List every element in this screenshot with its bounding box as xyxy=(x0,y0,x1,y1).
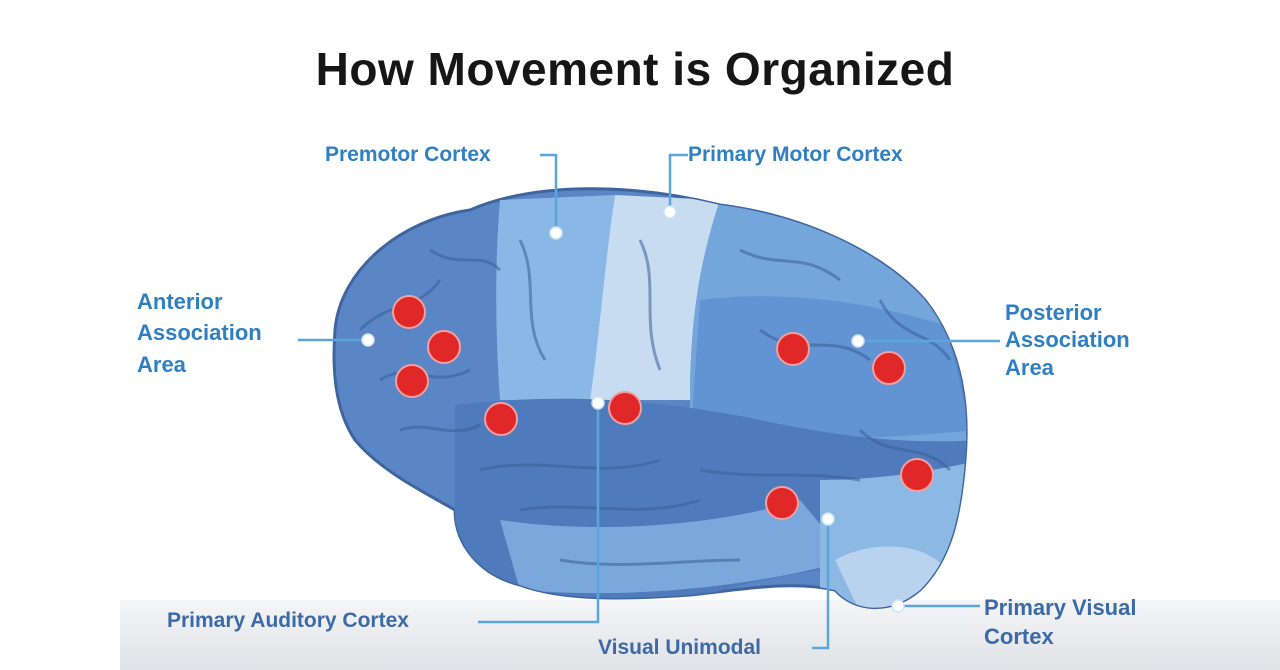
auditory-leader xyxy=(478,403,600,624)
red-dot xyxy=(776,332,810,366)
primary-visual-line-2: Cortex xyxy=(984,624,1054,650)
visual-unimodal-leader xyxy=(812,519,830,650)
leader-lines xyxy=(298,153,1000,650)
leader-endpoints xyxy=(361,205,905,613)
diagram-title: How Movement is Organized xyxy=(315,43,955,95)
bottom-shade xyxy=(120,600,1280,670)
posterior-line-1: Posterior xyxy=(1005,300,1102,325)
auditory-point xyxy=(591,396,605,410)
red-dot xyxy=(392,295,426,329)
activation-dots xyxy=(392,295,934,520)
anterior-association-label: Anterior Association Area xyxy=(137,289,262,377)
premotor-point xyxy=(549,226,563,240)
posterior-association-label: Posterior Association Area xyxy=(1005,300,1130,380)
visual-unimodal-point xyxy=(821,512,835,526)
posterior-line-2: Association xyxy=(1005,327,1130,353)
red-dot xyxy=(765,486,799,520)
premotor-leader xyxy=(540,153,558,232)
lower-temporal-band xyxy=(500,500,850,594)
posterior-point xyxy=(851,334,865,348)
primary-visual-line-1: Primary Visual xyxy=(984,595,1137,620)
anterior-line-3: Area xyxy=(137,351,186,377)
posterior-band xyxy=(690,296,967,445)
anterior-line-1: Anterior xyxy=(137,289,223,314)
premotor-region xyxy=(496,195,615,400)
premotor-cortex-label: Premotor Cortex xyxy=(325,143,491,166)
anterior-line-2: Association xyxy=(137,320,262,346)
red-dot xyxy=(608,391,642,425)
red-dot xyxy=(427,330,461,364)
red-dot xyxy=(484,402,518,436)
primary-visual-point xyxy=(891,599,905,613)
primary-motor-cortex-label: Primary Motor Cortex xyxy=(688,143,903,166)
anterior-point xyxy=(361,333,375,347)
red-dot xyxy=(900,458,934,492)
red-dot xyxy=(395,364,429,398)
primary-motor-point xyxy=(663,205,677,219)
primary-motor-region xyxy=(590,195,720,400)
primary-visual-cortex-label: Primary Visual Cortex xyxy=(984,595,1136,650)
red-dot xyxy=(872,351,906,385)
primary-auditory-cortex-label: Primary Auditory Cortex xyxy=(167,609,409,632)
primary-motor-leader xyxy=(668,153,688,212)
visual-unimodal-label: Visual Unimodal xyxy=(598,636,761,659)
posterior-line-3: Area xyxy=(1005,354,1054,380)
gyri-texture xyxy=(358,239,952,566)
